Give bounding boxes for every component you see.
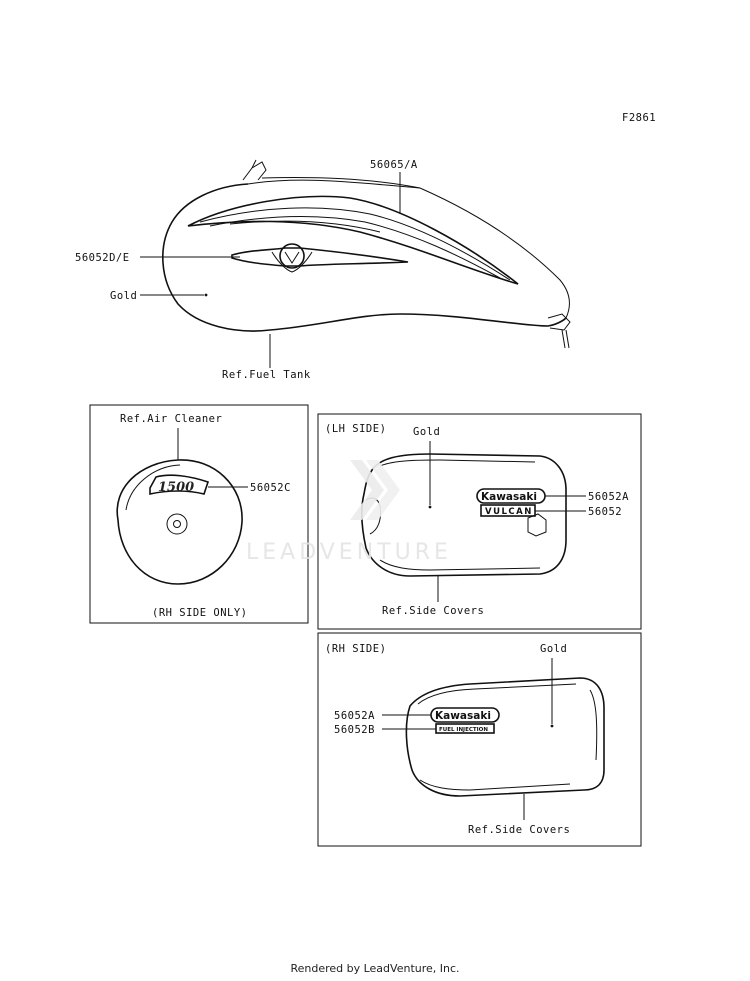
rh-side-title: (RH SIDE)	[325, 643, 386, 655]
rh-fi-text: FUEL INJECTION	[439, 727, 488, 733]
rh-part-a-label: 56052A	[334, 710, 375, 722]
air-cleaner-cover	[116, 459, 243, 585]
fuel-tank-drawing	[162, 159, 571, 349]
air-cleaner-part-label: 56052C	[250, 482, 291, 494]
rh-gold-label: Gold	[540, 643, 567, 655]
rh-fi-badge: FUEL INJECTION	[435, 723, 495, 734]
lh-vulcan-badge: VULCAN	[480, 504, 536, 517]
tank-color-label: Gold	[110, 290, 137, 302]
figure-id: F2861	[622, 112, 656, 124]
rh-kawasaki-text: Kawasaki	[435, 710, 491, 722]
lh-kawasaki-text: Kawasaki	[481, 491, 537, 503]
lh-ref-label: Ref.Side Covers	[382, 605, 484, 617]
rh-kawasaki-badge: Kawasaki	[430, 707, 500, 723]
footer-credit: Rendered by LeadVenture, Inc.	[290, 962, 460, 975]
air-cleaner-ref-label: Ref.Air Cleaner	[120, 413, 222, 425]
badge-1500-text: 1500	[158, 480, 194, 495]
lh-kawasaki-badge: Kawasaki	[476, 488, 546, 504]
badge-1500: 1500	[149, 474, 210, 495]
air-cleaner-note: (RH SIDE ONLY)	[152, 607, 248, 619]
emblem-part-label: 56052D/E	[75, 252, 130, 264]
rh-side-panel	[317, 632, 642, 847]
lh-part-b-label: 56052	[588, 506, 622, 518]
leadventure-watermark: LEADVENTURE	[246, 460, 452, 565]
lh-side-panel	[317, 413, 642, 630]
lh-gold-label: Gold	[413, 426, 440, 438]
tank-ref-label: Ref.Fuel Tank	[222, 369, 311, 381]
lh-side-cover-drawing	[361, 453, 567, 577]
lh-vulcan-text: VULCAN	[485, 507, 533, 517]
rh-side-cover-drawing	[405, 677, 605, 797]
stripe-part-label: 56065/A	[370, 159, 418, 171]
lh-part-a-label: 56052A	[588, 491, 629, 503]
rh-ref-label: Ref.Side Covers	[468, 824, 570, 836]
rh-part-b-label: 56052B	[334, 724, 375, 736]
air-cleaner-panel	[89, 404, 309, 624]
watermark-text: LEADVENTURE	[246, 540, 452, 565]
lh-side-title: (LH SIDE)	[325, 423, 386, 435]
